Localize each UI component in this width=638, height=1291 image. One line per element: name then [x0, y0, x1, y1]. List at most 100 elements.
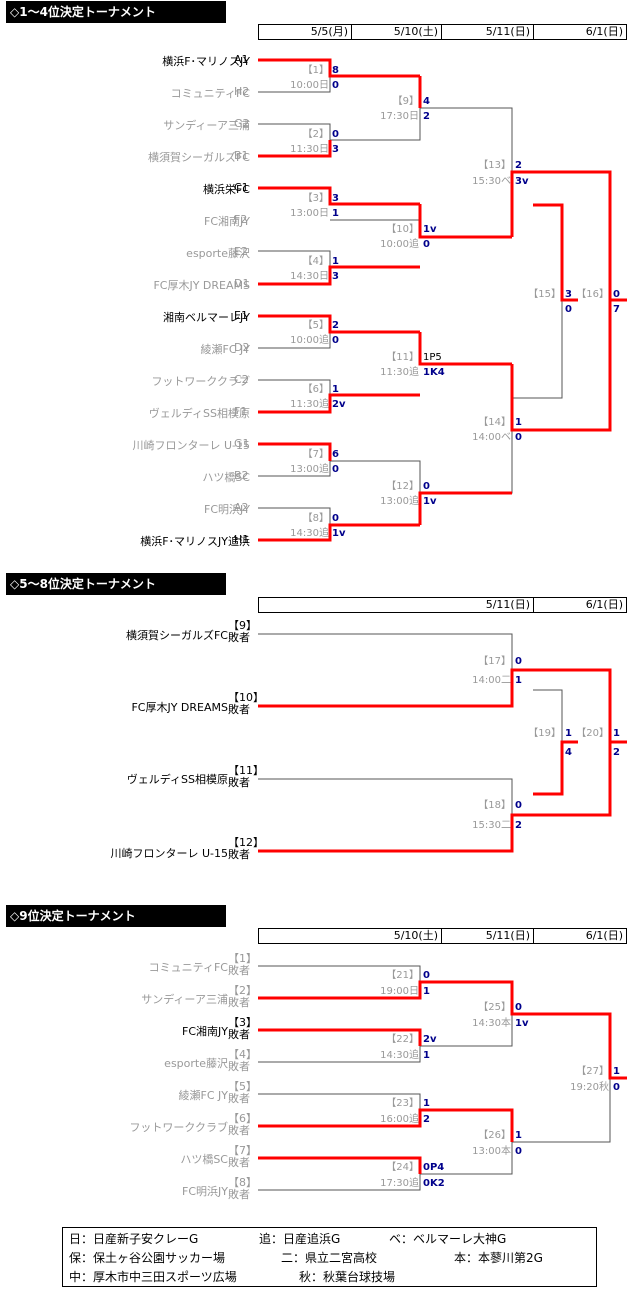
loser-label: 敗者	[228, 703, 250, 716]
match-score: 0	[515, 1002, 522, 1013]
match-time: 14:00二	[472, 675, 511, 686]
match-ref: 【10】	[228, 691, 264, 704]
loser-ref: 【4】敗者	[228, 1049, 257, 1073]
match-ref: 【11】	[228, 764, 264, 777]
match-ref: 【2】	[228, 984, 257, 997]
team-seed: H1	[234, 533, 250, 546]
team-name: 綾瀬FC JY	[200, 343, 250, 356]
match-score: 1	[423, 986, 430, 997]
match-ref: 【9】	[228, 619, 257, 632]
date-bar-1to4: 5/5(月) 5/10(土) 5/11(日) 6/1(日)	[258, 24, 627, 40]
team-seed: E2	[234, 245, 248, 258]
legend-row: 保：保土ヶ谷公園サッカー場 二：県立二宮高校 本：本蓼川第2G	[69, 1249, 590, 1268]
match-score: 2	[515, 820, 522, 831]
match-number: 【27】	[576, 1066, 609, 1077]
match-score: 0	[565, 304, 572, 315]
match-time: 11:30日	[290, 144, 329, 155]
match-time: 14:00ベ	[472, 432, 511, 443]
match-score: 1	[423, 1098, 430, 1109]
legend-item: ベ：ベルマーレ大神G	[389, 1232, 507, 1246]
match-time: 19:00日	[380, 986, 419, 997]
match-score: 0P4	[423, 1162, 445, 1173]
team-name: ハツ橋SC	[180, 1153, 228, 1166]
loser-label: 敗者	[228, 1124, 250, 1137]
match-time: 15:30ベ	[472, 176, 511, 187]
match-time: 11:30追	[380, 367, 419, 378]
match-number: 【12】	[386, 481, 419, 492]
match-score: 0	[515, 656, 522, 667]
loser-label: 敗者	[228, 631, 250, 644]
match-score: 1	[515, 1130, 522, 1141]
loser-ref: 【7】敗者	[228, 1145, 257, 1169]
team-seed: D2	[234, 341, 250, 354]
match-score: 1	[332, 256, 339, 267]
match-score: 4	[423, 96, 430, 107]
venue-legend: 日：日産新子安クレーG 追：日産追浜G ベ：ベルマーレ大神G 保：保土ヶ谷公園サ…	[62, 1227, 597, 1287]
team-name: サンディーア三浦	[141, 993, 228, 1006]
team-name: 川崎フロンターレ U-15	[110, 847, 228, 860]
team-seed: G2	[234, 117, 250, 130]
legend-item: 日：日産新子安クレーG	[69, 1232, 199, 1246]
match-number: 【1】	[302, 65, 329, 76]
match-time: 10:00日	[290, 80, 329, 91]
match-score: 0	[613, 289, 620, 300]
match-number: 【21】	[386, 970, 419, 981]
match-score: 1v	[332, 528, 346, 539]
team-seed: B2	[234, 469, 249, 482]
legend-item: 保：保土ヶ谷公園サッカー場	[69, 1251, 226, 1265]
match-number: 【18】	[478, 800, 511, 811]
loser-label: 敗者	[228, 1092, 250, 1105]
legend-item: 中：厚木市中三田スポーツ広場	[69, 1270, 237, 1284]
match-score: 1	[332, 384, 339, 395]
loser-label: 敗者	[228, 996, 250, 1009]
legend-item: 本：本蓼川第2G	[454, 1251, 543, 1265]
team-name: 横浜F･マリノスJY	[162, 55, 250, 68]
match-ref: 【5】	[228, 1080, 257, 1093]
match-time: 10:00追	[380, 239, 419, 250]
loser-ref: 【9】敗者	[228, 620, 257, 644]
match-score: 1v	[423, 224, 437, 235]
team-name: コミュニティFC	[170, 87, 250, 100]
match-score: 1	[332, 208, 339, 219]
match-time: 11:30追	[290, 399, 329, 410]
team-name: サンディーア三浦	[163, 119, 250, 132]
match-score: 2	[515, 160, 522, 171]
team-name: 湘南ベルマーレJY	[163, 311, 250, 324]
match-number: 【2】	[302, 129, 329, 140]
legend-row: 日：日産新子安クレーG 追：日産追浜G ベ：ベルマーレ大神G	[69, 1230, 590, 1249]
loser-ref: 【5】敗者	[228, 1081, 257, 1105]
match-number: 【20】	[576, 728, 609, 739]
date-cell: 5/11(日)	[441, 929, 533, 943]
team-name: esporte藤沢	[186, 247, 250, 260]
match-score: 0	[332, 513, 339, 524]
match-ref: 【7】	[228, 1144, 257, 1157]
date-cell: 6/1(日)	[533, 929, 626, 943]
match-score: 0	[423, 239, 430, 250]
match-number: 【19】	[528, 728, 561, 739]
loser-ref: 【1】敗者	[228, 953, 257, 977]
match-number: 【5】	[302, 320, 329, 331]
team-name: 横須賀シーガルズFC	[147, 151, 250, 164]
match-score: 8	[332, 65, 339, 76]
match-number: 【24】	[386, 1162, 419, 1173]
match-score: 0K2	[423, 1178, 445, 1189]
team-name: 川崎フロンターレ U-15	[132, 439, 250, 452]
match-score: 0	[515, 432, 522, 443]
match-score: 2v	[423, 1034, 437, 1045]
legend-item: 追：日産追浜G	[259, 1232, 341, 1246]
loser-ref: 【12】敗者	[228, 837, 264, 861]
team-seed: C1	[234, 181, 249, 194]
team-name: FC厚木JY DREAMS	[153, 279, 250, 292]
team-name: コミュニティFC	[148, 961, 228, 974]
match-number: 【25】	[478, 1002, 511, 1013]
loser-label: 敗者	[228, 848, 250, 861]
team-seed: B1	[234, 149, 249, 162]
date-cell: 6/1(日)	[533, 598, 626, 612]
date-cell: 5/10(土)	[351, 25, 441, 39]
match-number: 【23】	[386, 1098, 419, 1109]
date-cell: 6/1(日)	[533, 25, 626, 39]
team-name: 綾瀬FC JY	[178, 1089, 228, 1102]
match-time: 10:00追	[290, 335, 329, 346]
match-score: 2	[423, 1114, 430, 1125]
match-score: 1	[423, 1050, 430, 1061]
